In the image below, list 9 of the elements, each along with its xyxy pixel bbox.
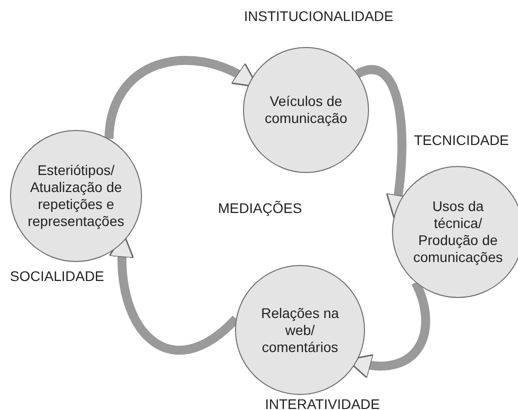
- center-label: MEDIAÇÕES: [218, 200, 302, 216]
- category-label: SOCIALIDADE: [10, 268, 104, 284]
- category-label: INTERATIVIDADE: [265, 396, 380, 410]
- category-label: INSTITUCIONALIDADE: [244, 8, 394, 24]
- category-label: TECNICIDADE: [414, 132, 509, 148]
- node-text: Esteriótipos/ Atualização de repetições e representações: [26, 162, 126, 230]
- node-text: Usos da técnica/ Produção de comunicações: [412, 198, 504, 266]
- node-text: Relações na web/ comentários: [260, 304, 340, 356]
- node-text: Veículos de comunicação: [264, 93, 348, 127]
